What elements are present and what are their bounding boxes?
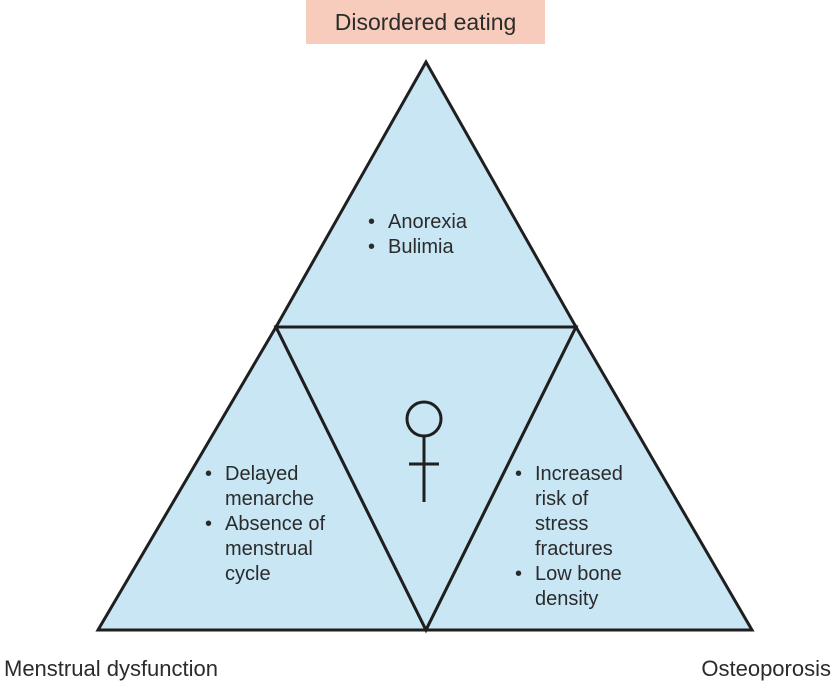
disordered-eating-label: Disordered eating [306, 0, 545, 44]
bullet-item: Bulimia [366, 235, 467, 260]
disordered-eating-bullets: AnorexiaBulimia [366, 210, 467, 260]
bullet-item: Anorexia [366, 210, 467, 235]
menstrual-dysfunction-label: Menstrual dysfunction [4, 656, 218, 681]
osteoporosis-label: Osteoporosis [701, 656, 831, 681]
triangle-top [273, 58, 579, 329]
female-symbol-icon [405, 400, 443, 502]
